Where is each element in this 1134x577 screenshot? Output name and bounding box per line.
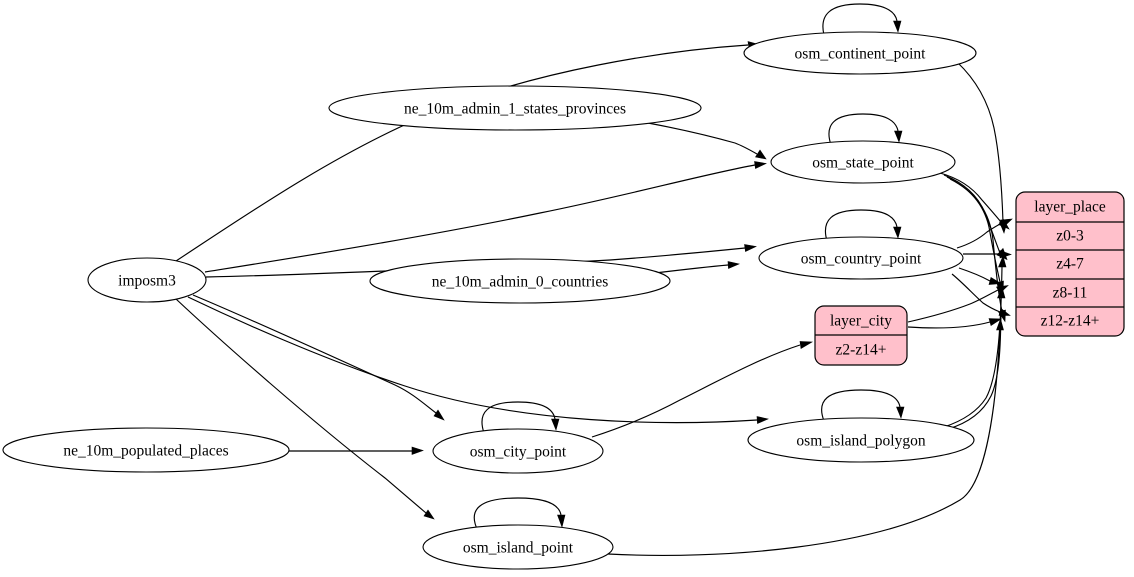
edge-osm-country-point-to-layer-place-z8-11 [958, 267, 1002, 285]
node-ne-10m-admin-1-states-provinces[interactable]: ne_10m_admin_1_states_provinces [328, 85, 702, 131]
edge-osm-country-point-to-layer-place-z0-3 [956, 218, 1013, 249]
edge-osm-state-point-to-layer-place-z8-11 [946, 176, 1004, 294]
node-ne-10m-populated-places[interactable]: ne_10m_populated_places [2, 427, 290, 473]
edge-imposm3-to-osm-island-point [175, 298, 435, 520]
edge-ne-states-to-osm-state-point [647, 122, 767, 160]
edge-imposm3-to-osm-continent-point [175, 41, 760, 262]
edge-self-loop-osm-island-polygon [821, 389, 905, 422]
edge-ne-countries-to-osm-country-point [654, 261, 740, 274]
node-osm-city-point[interactable]: osm_city_point [432, 428, 604, 474]
node-osm-continent-point[interactable]: osm_continent_point [743, 31, 977, 75]
edge-self-loop-osm-island-point [473, 497, 566, 532]
node-osm-island-point[interactable]: osm_island_point [422, 524, 614, 570]
edge-ne-populated-to-osm-city-point [289, 446, 424, 455]
edge-self-loop-osm-state-point [828, 113, 903, 146]
edge-layer-city-to-layer-place-z8-11 [907, 285, 1009, 323]
edge-imposm3-to-osm-state-point [204, 161, 767, 273]
node-layer-place[interactable]: layer_place z0-3 z4-7 z8-11 z12-z14+ [1015, 191, 1125, 337]
node-osm-island-polygon[interactable]: osm_island_polygon [747, 417, 975, 463]
node-ne-10m-admin-0-countries[interactable]: ne_10m_admin_0_countries [369, 258, 671, 304]
edge-self-loop-osm-city-point [481, 401, 560, 434]
node-imposm3[interactable]: imposm3 [87, 257, 207, 303]
edge-self-loop-osm-continent-point [822, 3, 902, 36]
edge-osm-island-point-to-layer-place-z12-z14 [607, 318, 1004, 556]
node-osm-state-point[interactable]: osm_state_point [770, 140, 956, 184]
edge-imposm3-to-osm-island-polygon [187, 296, 769, 424]
node-osm-country-point[interactable]: osm_country_point [758, 236, 964, 280]
edge-layer [175, 3, 1013, 556]
edge-osm-country-point-to-layer-place-z12-z14 [951, 273, 1011, 316]
node-layer: imposm3 ne_10m_admin_1_states_provinces … [2, 31, 1125, 570]
node-layer-city[interactable]: layer_city z2-z14+ [814, 305, 908, 366]
edge-osm-state-point-to-layer-place-z0-3 [939, 172, 1010, 230]
edge-layer-city-to-layer-place-z12-z14 [907, 318, 1002, 329]
edge-osm-city-point-to-layer-city [591, 341, 814, 438]
edge-imposm3-to-osm-city-point [192, 294, 445, 421]
edge-self-loop-osm-country-point [824, 209, 902, 242]
edge-osm-country-point-to-layer-place-z4-7 [963, 250, 1012, 259]
